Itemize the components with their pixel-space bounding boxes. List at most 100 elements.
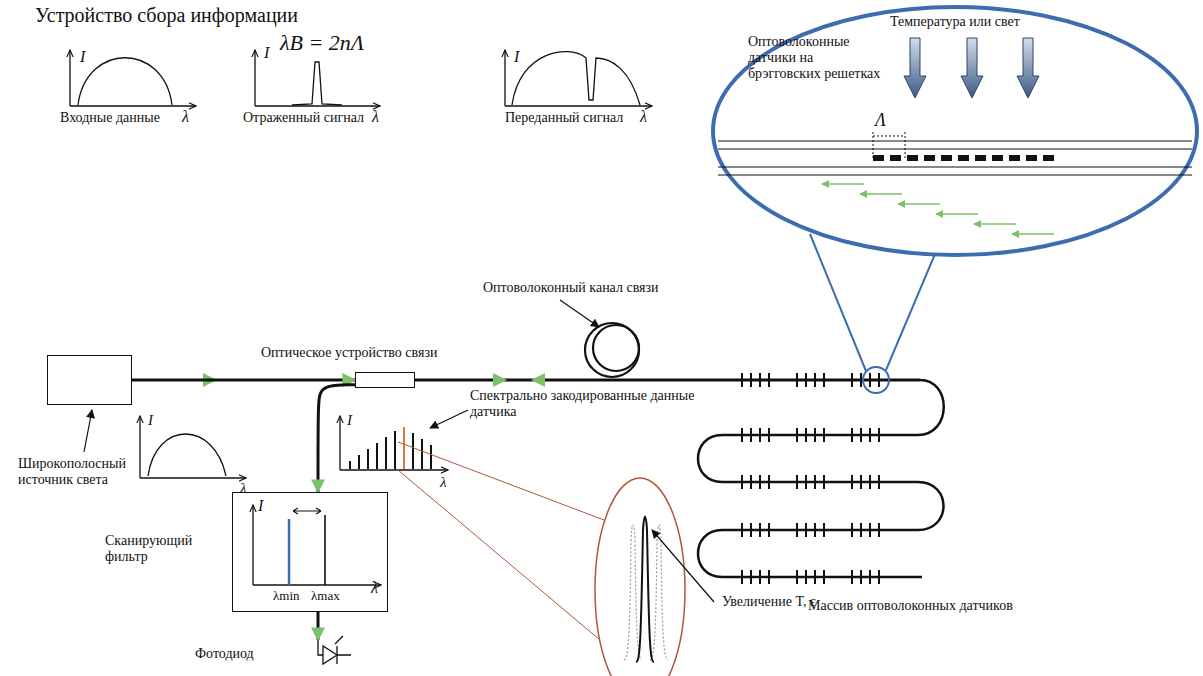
annotation-label: Входные данные: [60, 110, 160, 126]
fiber-link-part: [415, 379, 920, 382]
fiber-link-part-part: [768, 428, 770, 442]
sensor-zoom-leaders-part: [863, 367, 889, 393]
sensor-spectrum-part: [339, 416, 340, 470]
fiber-link-part-part: [851, 475, 853, 489]
light-direction-part: [531, 373, 545, 387]
node-text: I: [258, 497, 263, 515]
fiber-link: [415, 300, 944, 584]
graph-input-part: [78, 58, 172, 105]
fiber-link-part-part: [814, 373, 816, 387]
fiber-link-part-part: [750, 428, 752, 442]
grating-zoom-circle-outline-part: [718, 148, 1192, 149]
sensor-zoom-leaders: [810, 234, 935, 393]
fiber-connector: [132, 379, 355, 382]
fiber-link-part-part: [869, 523, 871, 537]
leader-lines: [84, 410, 468, 452]
fiber-link-part-part: [869, 570, 871, 584]
fiber-link-part-part: [796, 475, 798, 489]
scanning-filter-box-outline-part: [293, 508, 321, 514]
grating-zoom-circle-outline-part: [718, 140, 1192, 141]
fiber-link-part-part: [823, 475, 825, 489]
scanning-filter-box-outline-part: [288, 519, 291, 585]
fiber-link-part-part: [768, 523, 770, 537]
graph-input-part: [69, 50, 70, 106]
grating-zoom-circle-outline-part: [974, 223, 1016, 225]
scanning-filter-box-outline-part: [253, 584, 381, 585]
zoom-callout-part: [652, 530, 714, 602]
source-spectrum-part: [139, 416, 140, 478]
grating-zoom-circle-outline-part: [961, 38, 983, 98]
annotation-label: Массив оптоволоконных датчиков: [808, 598, 1013, 614]
fiber-link-part-part: [759, 570, 761, 584]
zoom-callout: [398, 442, 714, 676]
sensor-spectrum-part-part: [358, 455, 360, 469]
node-label: Температура или свет: [890, 14, 1020, 30]
fiber-link-part-part: [823, 373, 825, 387]
sensor-spectrum-part-part: [421, 439, 423, 469]
sensor-zoom-leaders-part: [810, 234, 866, 371]
grating-zoom-circle-outline-part: [860, 193, 902, 195]
zoom-callout-part: [398, 470, 600, 640]
graph-reflected-part: [292, 62, 342, 105]
annotation-label: λ: [182, 108, 189, 126]
grating-zoom-circle-outline-part: [713, 7, 1197, 255]
fiber-link-part-part: [796, 570, 798, 584]
grating-zoom-circle-outline-part: [898, 203, 940, 205]
fiber-connector: [318, 385, 355, 492]
annotation-label: λ: [640, 108, 647, 126]
node-label: Сканирующий фильтр: [105, 533, 220, 565]
fiber-link-part-part: [860, 523, 862, 537]
zoom-callout-part: [595, 478, 685, 676]
annotation-label: I: [514, 48, 519, 66]
node-label: Оптическое устройство связи: [261, 345, 437, 361]
fiber-link-part-part: [741, 570, 743, 584]
annotation-label: Переданный сигнал: [505, 110, 623, 126]
sensor-spectrum-part-part: [385, 437, 387, 469]
annotation-label: I: [148, 412, 153, 429]
fiber-link-part-part: [741, 428, 743, 442]
fiber-link-part-part: [814, 428, 816, 442]
photodiode-outline-part: [318, 636, 351, 664]
fiber-link-part: [698, 380, 944, 577]
fiber-link-part-part: [823, 570, 825, 584]
fiber-link-part-part: [878, 373, 880, 387]
graph-transmitted: [505, 50, 652, 106]
source-spectrum: [140, 416, 246, 478]
annotation-label: λ: [372, 108, 379, 126]
fiber-link-part-part: [759, 428, 761, 442]
coupler-box: Оптическое устройство связи: [355, 372, 415, 388]
zoom-callout-part: [398, 442, 604, 520]
light-source-box: Широкополосный источник света: [47, 355, 132, 405]
photodiode: Фотодиод: [195, 640, 355, 670]
sensor-spectrum-part-part: [349, 461, 351, 469]
annotation-label: Увеличение T, ε: [722, 594, 816, 610]
fiber-link-part-part: [851, 570, 853, 584]
fiber-link-part-part: [768, 570, 770, 584]
sensor-spectrum: [340, 416, 448, 470]
node-label: Фотодиод: [195, 646, 254, 662]
zoom-callout-part: [636, 517, 654, 663]
grating-zoom-circle-outline-part: [822, 183, 864, 185]
node-text: λmin: [273, 589, 300, 604]
fiber-link-part-part: [796, 428, 798, 442]
fiber-link-part-part: [860, 373, 862, 387]
grating-zoom-circle-outline-part: [1017, 38, 1039, 98]
node-text: Оптоволоконные датчики на брэгговских ре…: [748, 34, 888, 82]
sensor-spectrum-part: [340, 469, 448, 470]
fiber-link-part-part: [869, 475, 871, 489]
fiber-link-part-part: [796, 523, 798, 537]
fiber-link-part-part: [823, 428, 825, 442]
photodiode-outline-part: [323, 646, 337, 664]
fiber-link-part-part: [768, 373, 770, 387]
fiber-link-part-part: [814, 523, 816, 537]
fiber-link-part-part: [805, 428, 807, 442]
scanning-filter-box-outline-part: [252, 505, 253, 585]
fiber-link-part-part: [860, 475, 862, 489]
grating-zoom-circle-outline-part: [936, 213, 978, 215]
sensor-spectrum-part-part: [394, 431, 396, 469]
scanning-filter-box: Сканирующий фильтрIλminλmaxλ: [232, 492, 388, 612]
annotation-label: λ: [240, 480, 247, 497]
fiber-link-part-part: [750, 373, 752, 387]
fiber-link-part-part: [860, 428, 862, 442]
annotation-label: λB = 2nΛ: [280, 30, 364, 55]
